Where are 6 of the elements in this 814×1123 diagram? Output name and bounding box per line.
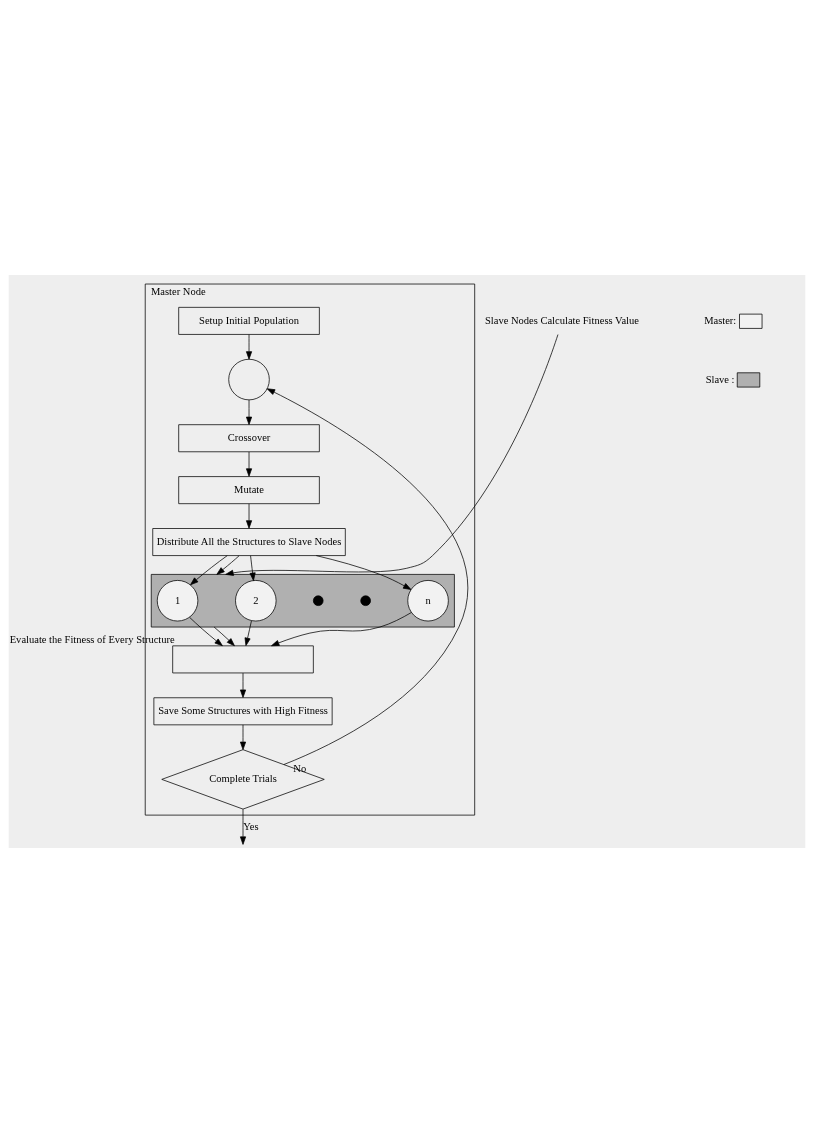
node-text: Slave Nodes Calculate Fitness Value (484, 314, 639, 326)
node-label: Evaluate the Fitness of Every Structure (9, 634, 175, 645)
legend-label: Slave : (705, 373, 735, 385)
edge-label: Yes (243, 820, 259, 832)
edge-label: No (293, 763, 307, 775)
legend-label: Master: (704, 315, 737, 327)
